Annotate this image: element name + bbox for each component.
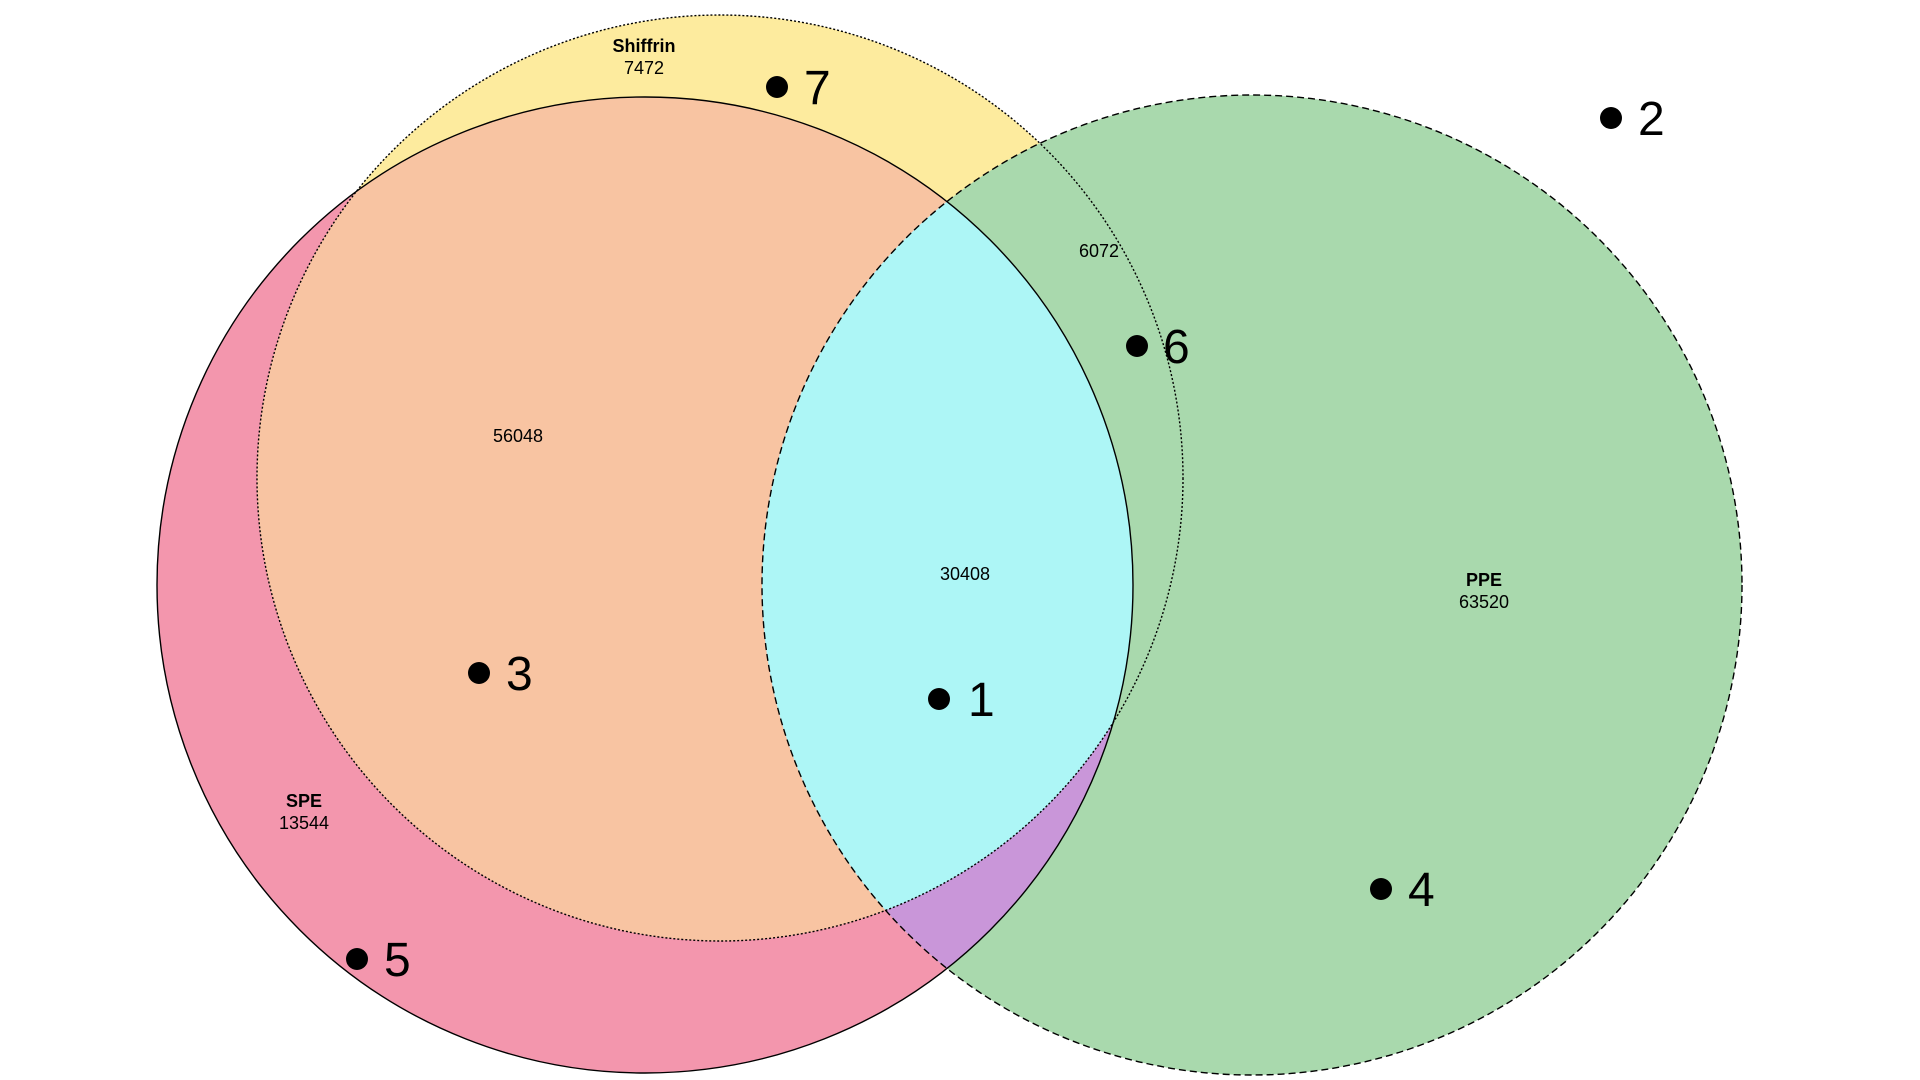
shiffrin-count: 7472 bbox=[624, 58, 664, 78]
marker-1-label: 1 bbox=[968, 674, 995, 727]
marker-7: 7 bbox=[766, 62, 831, 115]
spe-label: SPE bbox=[286, 791, 322, 811]
marker-4: 4 bbox=[1370, 864, 1435, 917]
marker-7-label: 7 bbox=[804, 62, 831, 115]
marker-5: 5 bbox=[346, 934, 411, 987]
spe-count: 13544 bbox=[279, 813, 329, 833]
marker-2: 2 bbox=[1600, 93, 1665, 146]
marker-5-label: 5 bbox=[384, 934, 411, 987]
marker-4-label: 4 bbox=[1408, 864, 1435, 917]
marker-3-dot bbox=[468, 662, 490, 684]
marker-2-dot bbox=[1600, 107, 1622, 129]
marker-2-label: 2 bbox=[1638, 93, 1665, 146]
marker-1-dot bbox=[928, 688, 950, 710]
shiffrin-circle-outline bbox=[256, 14, 1184, 942]
spe-circle-outline bbox=[156, 96, 1134, 1074]
marker-6-label: 6 bbox=[1163, 321, 1190, 374]
ppe-circle-outline bbox=[761, 94, 1743, 1076]
shiffrin-label: Shiffrin bbox=[613, 36, 676, 56]
marker-1: 1 bbox=[928, 674, 995, 727]
spe-ppe-count: 6072 bbox=[1079, 241, 1119, 261]
marker-3-label: 3 bbox=[506, 648, 533, 701]
marker-3: 3 bbox=[468, 648, 533, 701]
all-sets-count: 30408 bbox=[940, 564, 990, 584]
marker-6: 6 bbox=[1126, 321, 1190, 374]
marker-7-dot bbox=[766, 76, 788, 98]
marker-5-dot bbox=[346, 948, 368, 970]
shiffrin-spe-count: 56048 bbox=[493, 426, 543, 446]
ppe-label: PPE bbox=[1466, 570, 1502, 590]
all-sets-intersection bbox=[762, 97, 1133, 941]
marker-4-dot bbox=[1370, 878, 1392, 900]
marker-6-dot bbox=[1126, 335, 1148, 357]
ppe-count: 63520 bbox=[1459, 592, 1509, 612]
